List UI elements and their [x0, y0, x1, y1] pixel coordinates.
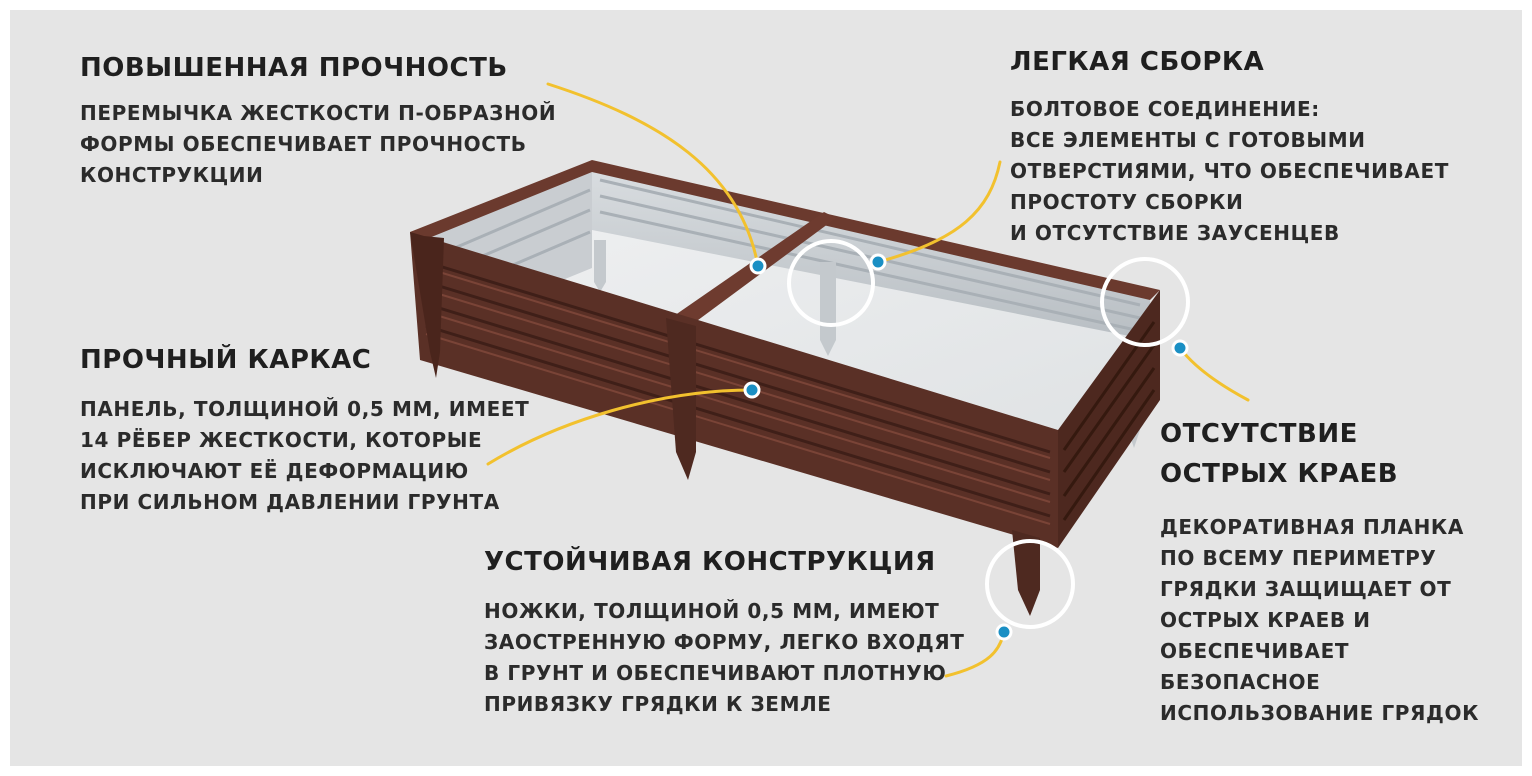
feature-edges: ОТСУТСТВИЕ ОСТРЫХ КРАЕВ ДЕКОРАТИВНАЯ ПЛА… [1160, 414, 1520, 729]
feature-text: ПАНЕЛЬ, ТОЛЩИНОЙ 0,5 ММ, ИМЕЕТ 14 РЁБЕР … [80, 397, 530, 514]
bed-interior-floor [420, 168, 1150, 440]
callout-dots [743, 253, 1189, 641]
leg-detail-circle [985, 539, 1075, 629]
feature-title: УСТОЙЧИВАЯ КОНСТРУКЦИЯ [484, 547, 936, 577]
inner-leg [594, 240, 606, 292]
bolt-detail-circle [787, 239, 875, 327]
middle-leg [666, 318, 696, 480]
feature-frame: ПРОЧНЫЙ КАРКАС ПАНЕЛЬ, ТОЛЩИНОЙ 0,5 ММ, … [80, 344, 550, 518]
feature-text: ПЕРЕМЫЧКА ЖЕСТКОСТИ П-ОБРАЗНОЙ ФОРМЫ ОБЕ… [80, 101, 557, 187]
feature-assembly: ЛЕГКАЯ СБОРКА БОЛТОВОЕ СОЕДИНЕНИЕ: ВСЕ Э… [1010, 46, 1490, 249]
feature-title: ПРОЧНЫЙ КАРКАС [80, 345, 372, 375]
feature-stable: УСТОЙЧИВАЯ КОНСТРУКЦИЯ НОЖКИ, ТОЛЩИНОЙ 0… [484, 546, 984, 720]
feature-title: ЛЕГКАЯ СБОРКА [1010, 47, 1265, 77]
inner-leg [820, 262, 836, 356]
feature-text: ДЕКОРАТИВНАЯ ПЛАНКА ПО ВСЕМУ ПЕРИМЕТРУ Г… [1160, 515, 1480, 725]
front-leg [1012, 530, 1040, 616]
edge-detail-circle [1100, 257, 1190, 347]
detail-circles [787, 239, 1190, 629]
feature-title: ПОВЫШЕННАЯ ПРОЧНОСТЬ [80, 53, 508, 83]
callout-frame [486, 388, 754, 466]
callout-assembly [876, 160, 1002, 264]
feature-text: НОЖКИ, ТОЛЩИНОЙ 0,5 ММ, ИМЕЮТ ЗАОСТРЕННУ… [484, 599, 965, 716]
right-wall [1058, 290, 1160, 548]
feature-strength: ПОВЫШЕННАЯ ПРОЧНОСТЬ ПЕРЕМЫЧКА ЖЕСТКОСТИ… [80, 52, 580, 191]
callout-edges [1178, 346, 1250, 402]
feature-title: ОТСУТСТВИЕ ОСТРЫХ КРАЕВ [1160, 419, 1399, 489]
corner-leg [410, 232, 444, 378]
feature-text: БОЛТОВОЕ СОЕДИНЕНИЕ: ВСЕ ЭЛЕМЕНТЫ С ГОТО… [1010, 97, 1449, 245]
front-wall-ribs [425, 260, 1051, 518]
callout-strength [546, 82, 760, 268]
